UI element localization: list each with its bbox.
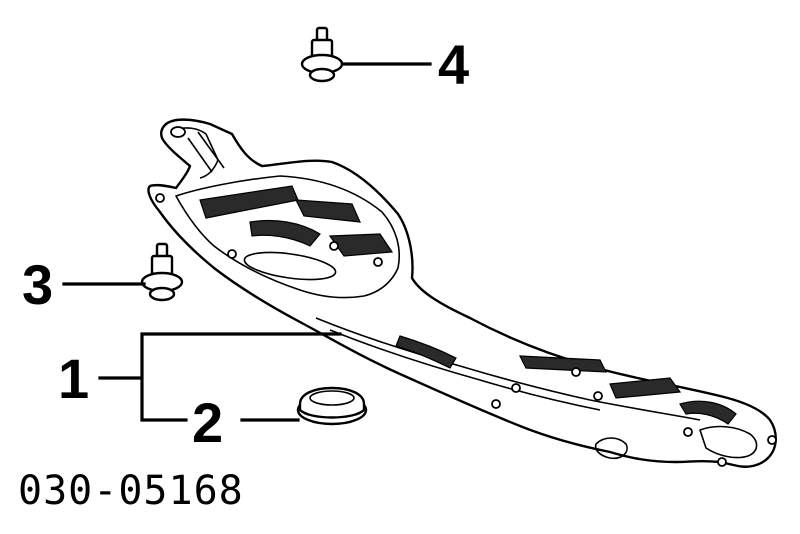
clip-bolt-top-icon bbox=[300, 26, 344, 83]
leader-1-bracket bbox=[98, 332, 342, 422]
under-cover-panel bbox=[147, 118, 777, 468]
callout-1: 1 bbox=[58, 347, 89, 410]
callout-3: 3 bbox=[22, 253, 53, 316]
callout-2: 2 bbox=[192, 391, 223, 454]
plug-cap-icon bbox=[296, 386, 368, 426]
part-number: 030-05168 bbox=[18, 468, 244, 514]
callout-4: 4 bbox=[438, 33, 469, 96]
leader-lines bbox=[62, 62, 432, 422]
clip-bolt-left-icon bbox=[140, 242, 184, 302]
